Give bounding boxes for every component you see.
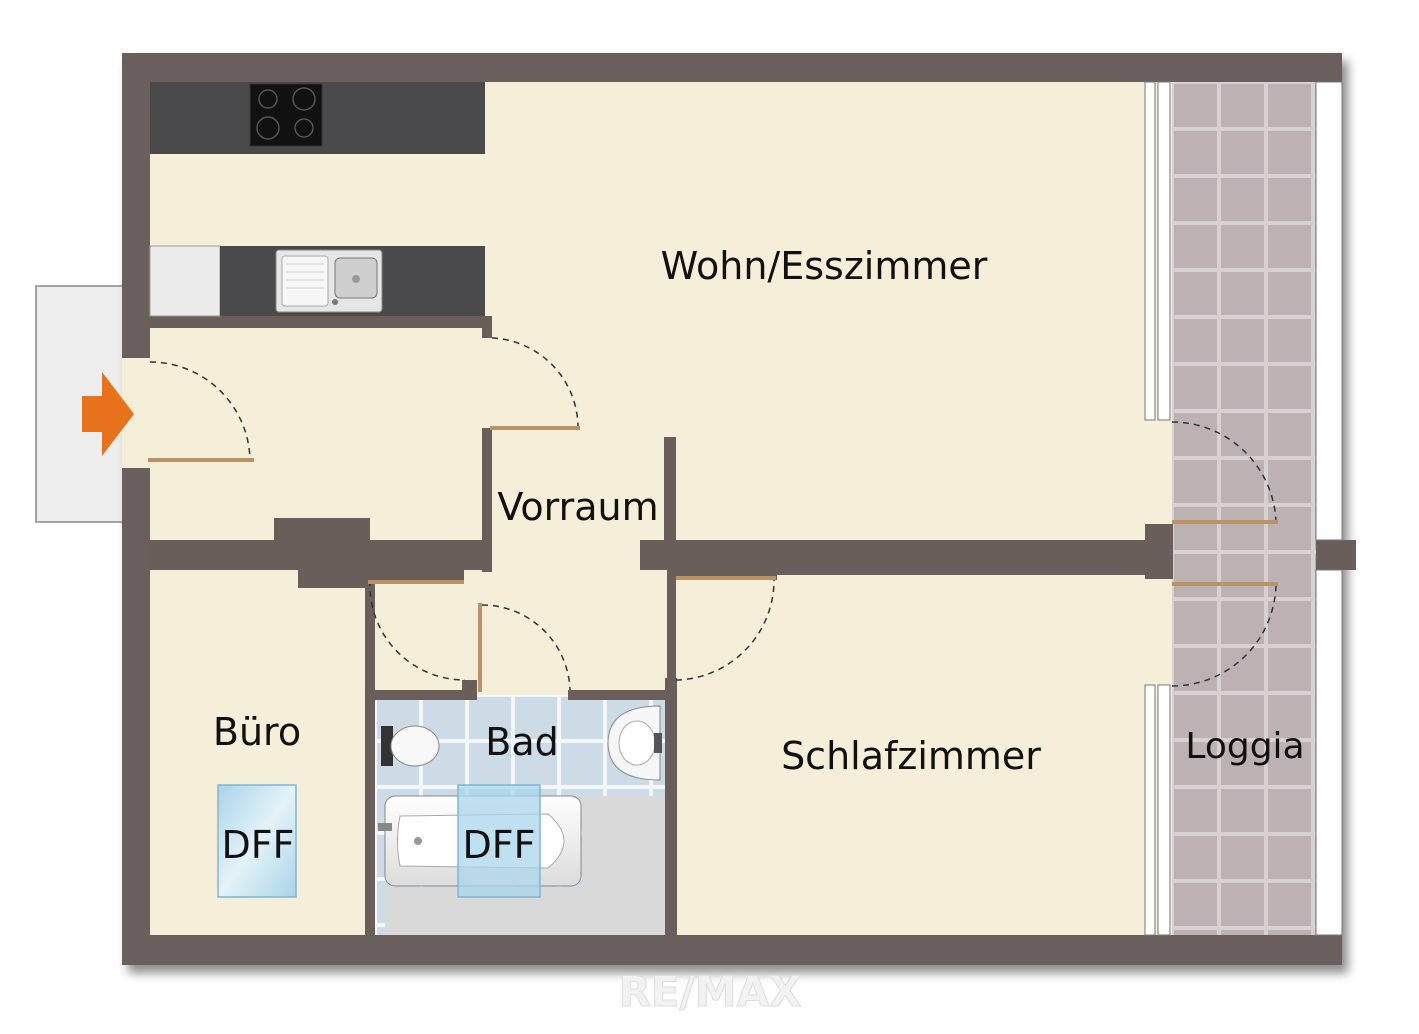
toilet-icon [381,725,440,767]
entrance-arrow-icon [82,372,134,456]
room-label-schlafzimmer: Schlafzimmer [781,734,1041,778]
door-leaves [148,426,1278,692]
door-swings [149,337,1277,691]
kitchen-fridge [149,245,221,317]
room-label-buero: Büro [213,710,301,754]
washbasin-icon [607,705,662,781]
remax-watermark: RE/MAX [618,967,801,1016]
skylight-label-buero: DFF [222,823,295,867]
floor-areas [150,82,1316,935]
room-label-wohn-esszimmer: Wohn/Esszimmer [661,244,988,288]
kitchen-sink-icon [275,249,383,313]
skylight-label-bad: DFF [463,823,536,867]
room-label-bad: Bad [485,720,558,764]
room-label-loggia: Loggia [1185,726,1304,767]
window-frames [1144,81,1343,936]
buero-skylight [217,784,297,898]
cooktop-icon [249,83,323,147]
interior-walls [150,316,1356,935]
room-label-vorraum: Vorraum [497,485,658,529]
bad-skylight [457,784,541,898]
